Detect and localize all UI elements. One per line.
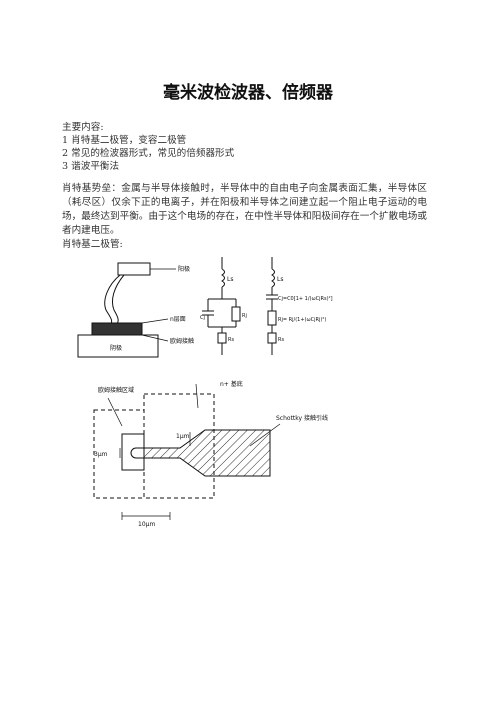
label-ohmic: 欧姆接触 xyxy=(170,337,194,345)
n-layer xyxy=(91,322,143,336)
cathode-base xyxy=(77,334,159,358)
label-3um: 3μm xyxy=(94,451,108,458)
planar-diode-figure: 欧姆接触区域 n+ 基底 Schottky 接触引线 1μm 3μm 10μm xyxy=(93,380,328,528)
equivalent-circuit-b: Ls Cj=C0[1+ 1/(ωCjRs)²] Rj= Rj/(1+(ωCjRj… xyxy=(266,257,333,355)
label-cj-formula: Cj=C0[1+ 1/(ωCjRs)²] xyxy=(278,296,333,302)
label-rs: Rs xyxy=(228,337,234,343)
diode-structure-figure: 阴极 阳极 n层面 欧姆接触 xyxy=(77,262,194,358)
page-title: 毫米波检波器、倍频器 xyxy=(163,83,333,103)
list-item: 1 肖特基二极管，变容二极管 xyxy=(62,135,187,146)
label-cj: Cj xyxy=(200,315,205,321)
resistor-rj xyxy=(231,306,241,322)
subheading: 肖特基二极管: xyxy=(62,239,123,250)
label-substrate: n+ 基底 xyxy=(220,380,243,388)
label-1um: 1μm xyxy=(176,433,190,440)
label-finger: 欧姆接触区域 xyxy=(98,386,134,394)
label-rs2: Rs xyxy=(278,337,284,343)
label-ls2: Ls xyxy=(277,276,283,283)
list-item: 2 常见的检波器形式，常见的倍频器形式 xyxy=(62,148,235,159)
label-10um: 10μm xyxy=(138,521,155,528)
schottky-finger xyxy=(143,429,271,477)
body-paragraph: 肖特基势垒：金属与半导体接触时，半导体中的自由电子向金属表面汇集，半导体区（耗尽… xyxy=(62,183,427,236)
list-item: 3 谐波平衡法 xyxy=(62,161,120,172)
intro-label: 主要内容: xyxy=(62,122,104,133)
equivalent-circuit-a: Ls Cj Rj Rs xyxy=(200,257,247,355)
label-cathode: 阴极 xyxy=(110,344,122,352)
label-n-layer: n层面 xyxy=(170,316,186,323)
label-ls: Ls xyxy=(227,276,233,283)
anode-block xyxy=(117,262,151,276)
inductor xyxy=(221,268,225,288)
anode-wire xyxy=(104,274,121,326)
label-schottky: Schottky 接触引线 xyxy=(276,414,328,422)
resistor-rs xyxy=(217,332,227,344)
label-rj: Rj xyxy=(242,313,247,319)
label-rj-formula: Rj= Rj/(1+(ωCjRj)²) xyxy=(278,317,326,323)
label-anode: 阳极 xyxy=(178,265,190,273)
